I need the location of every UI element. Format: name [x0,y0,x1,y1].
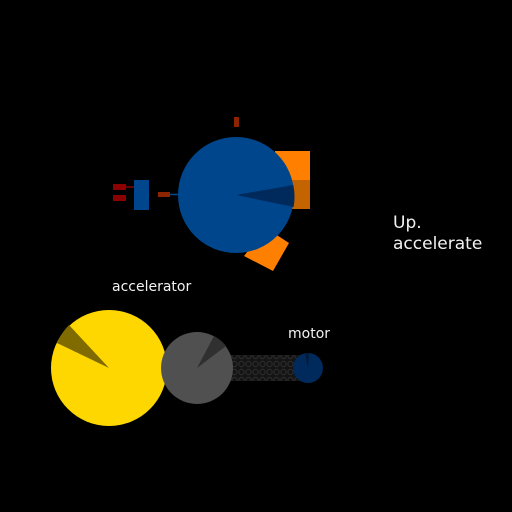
motor[interactable] [293,352,323,383]
spaceship[interactable] [113,117,310,271]
gear[interactable] [161,332,233,404]
accelerator-wheel[interactable] [51,310,167,426]
rear-pin-top [113,184,126,190]
instruction-line-2: accelerate [393,234,483,254]
accelerator-wedge [57,325,109,368]
lower-thruster [244,228,289,271]
direction-wedge [236,185,295,207]
motor-label: motor [288,326,331,342]
side-thruster-shade [292,180,310,209]
top-antenna [234,117,239,127]
rear-pod [134,180,149,210]
rear-pin-bottom [113,195,126,201]
instruction-line-1: Up. [393,213,422,233]
accelerator-label: accelerator [112,279,192,295]
motor-wedge [305,352,309,368]
rear-connector [158,192,170,197]
instruction-text: Up. accelerate [393,213,482,255]
gear-wedge [197,336,226,368]
